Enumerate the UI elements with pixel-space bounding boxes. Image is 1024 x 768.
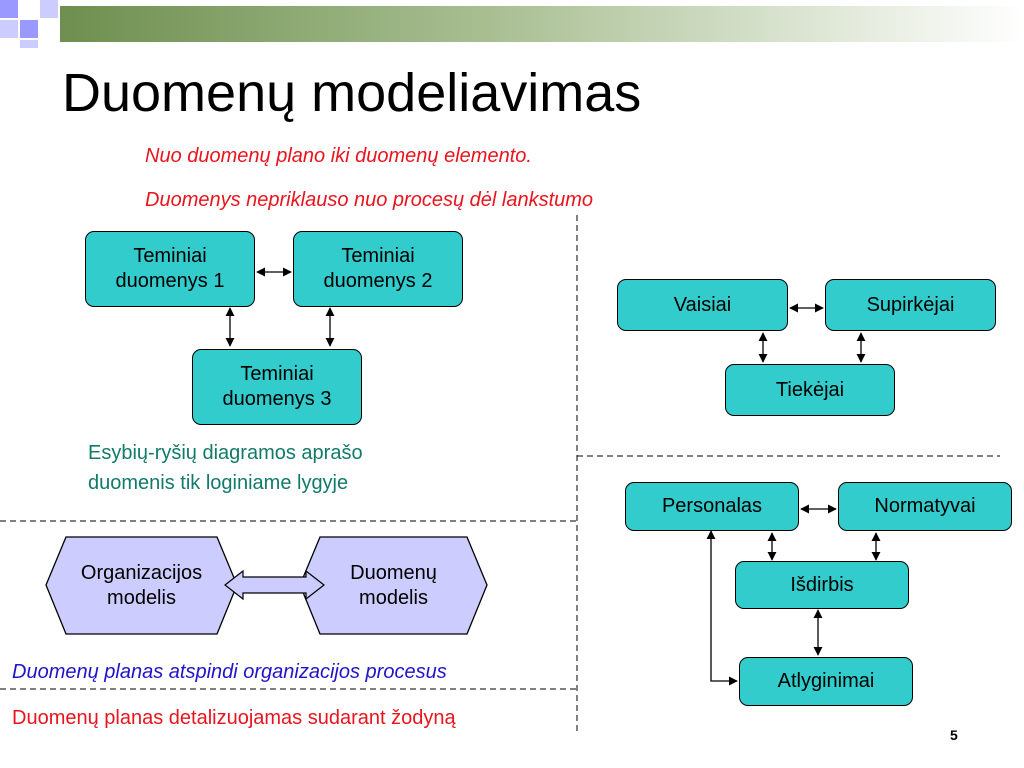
box-tiekejai: Tiekėjai [725, 364, 895, 416]
box-teminiai-3-line1: Teminiai [240, 363, 314, 385]
note-dictionary: Duomenų planas detalizuojamas sudarant ž… [12, 707, 456, 729]
box-supirkejai: Supirkėjai [825, 279, 996, 331]
er-caption-line1: Esybių-ryšių diagramos aprašo [88, 442, 363, 464]
box-atlyginimai: Atlyginimai [739, 657, 913, 706]
data-model-line2: modelis [359, 586, 428, 609]
subtitle-2: Duomenys nepriklauso nuo procesų dėl lan… [145, 189, 594, 211]
er-caption: Esybių-ryšių diagramos aprašo duomenis t… [88, 438, 363, 498]
box-teminiai-1-line1: Teminiai [133, 245, 207, 267]
box-vaisiai: Vaisiai [617, 279, 788, 331]
subtitle-1: Nuo duomenų plano iki duomenų elemento. [145, 145, 532, 167]
box-normatyvai: Normatyvai [838, 482, 1012, 531]
box-isdirbis: Išdirbis [735, 561, 909, 609]
org-model-line2: modelis [107, 586, 176, 609]
note-organization-processes: Duomenų planas atspindi organizacijos pr… [12, 661, 447, 683]
box-teminiai-2: Teminiai duomenys 2 [293, 231, 463, 307]
page-title: Duomenų modeliavimas [62, 63, 642, 123]
data-model-line1: Duomenų [350, 561, 437, 584]
box-teminiai-2-line2: duomenys 2 [323, 270, 433, 292]
box-teminiai-3-line2: duomenys 3 [222, 388, 332, 410]
er-caption-line2: duomenis tik loginiame lygyje [88, 472, 349, 494]
title-banner [0, 0, 1024, 48]
box-teminiai-2-line1: Teminiai [341, 245, 415, 267]
page-number: 5 [950, 727, 958, 743]
org-model-line1: Organizacijos [80, 561, 203, 584]
box-personalas: Personalas [625, 482, 799, 531]
arrow-personalas-atlyginimai [706, 530, 738, 686]
box-teminiai-1-line2: duomenys 1 [115, 270, 225, 292]
box-teminiai-3: Teminiai duomenys 3 [192, 349, 362, 425]
box-teminiai-1: Teminiai duomenys 1 [85, 231, 255, 307]
